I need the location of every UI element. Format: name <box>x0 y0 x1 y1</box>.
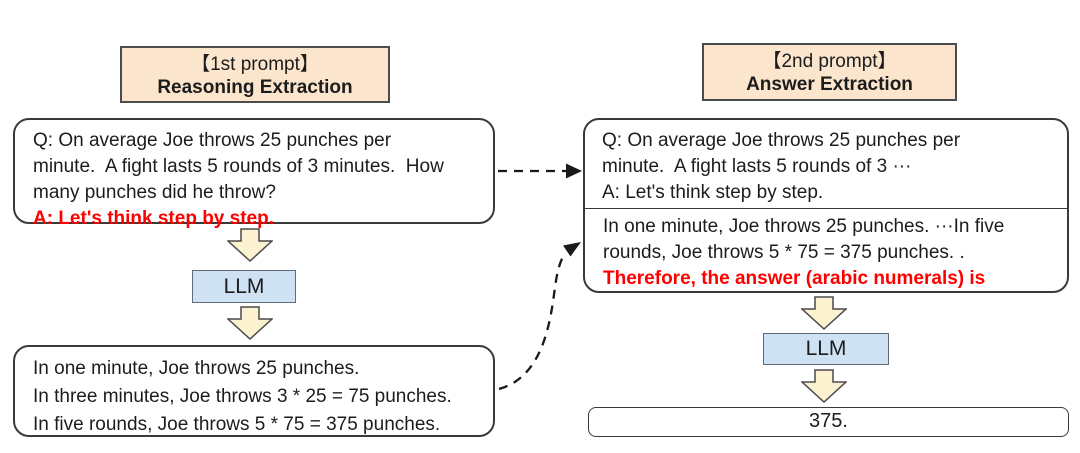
down-arrow-icon <box>801 296 847 330</box>
question-line: minute. A fight lasts 5 rounds of 3 minu… <box>33 156 444 177</box>
final-answer-text: 375. <box>809 410 848 432</box>
llm-label: LLM <box>805 337 847 360</box>
second-prompt-header: 【2nd prompt】 Answer Extraction <box>702 43 957 101</box>
first-prompt-label: 【1st prompt】 <box>191 54 319 75</box>
dashed-curved-arrow-line <box>498 252 566 391</box>
first-prompt-header: 【1st prompt】 Reasoning Extraction <box>120 46 390 103</box>
arrowhead-icon <box>566 163 582 179</box>
question-section: Q: On average Joe throws 25 punches per … <box>585 120 1067 206</box>
section-divider <box>585 208 1067 209</box>
left-reasoning-output-box: In one minute, Joe throws 25 punches. In… <box>13 345 495 437</box>
left-question-prompt-box: Q: On average Joe throws 25 punches per … <box>13 118 495 229</box>
reasoning-section: In one minute, Joe throws 25 punches. ··… <box>603 214 1004 292</box>
question-line: Q: On average Joe throws 25 punches per <box>602 130 961 151</box>
reasoning-line: In three minutes, Joe throws 3 * 25 = 75… <box>33 386 452 407</box>
answer-extraction-label: Answer Extraction <box>746 74 913 95</box>
reasoning-line: In one minute, Joe throws 25 punches. ··… <box>603 216 1005 237</box>
second-prompt-label: 【2nd prompt】 <box>762 51 897 72</box>
right-answer-prompt-box: Q: On average Joe throws 25 punches per … <box>583 118 1069 293</box>
llm-box-right: LLM <box>763 333 889 365</box>
reasoning-line: rounds, Joe throws 5 * 75 = 375 punches.… <box>603 242 965 263</box>
arrowhead-icon <box>563 242 581 257</box>
answer-trigger-text: Therefore, the answer (arabic numerals) … <box>603 268 986 289</box>
question-line: minute. A fight lasts 5 rounds of 3 ··· <box>602 156 912 177</box>
llm-label: LLM <box>223 275 265 298</box>
down-arrow-icon <box>227 306 273 340</box>
question-line: A: Let's think step by step. <box>602 182 824 203</box>
down-arrow-icon <box>801 369 847 403</box>
down-arrow-icon <box>227 228 273 262</box>
cot-trigger-text: A: Let's think step by step. <box>33 208 274 229</box>
llm-box-left: LLM <box>192 270 296 303</box>
final-answer-box: 375. <box>588 407 1069 437</box>
reasoning-extraction-label: Reasoning Extraction <box>157 77 353 98</box>
reasoning-line: In five rounds, Joe throws 5 * 75 = 375 … <box>33 414 441 435</box>
question-line: Q: On average Joe throws 25 punches per <box>33 130 392 151</box>
question-line: many punches did he throw? <box>33 182 276 203</box>
reasoning-line: In one minute, Joe throws 25 punches. <box>33 358 360 379</box>
